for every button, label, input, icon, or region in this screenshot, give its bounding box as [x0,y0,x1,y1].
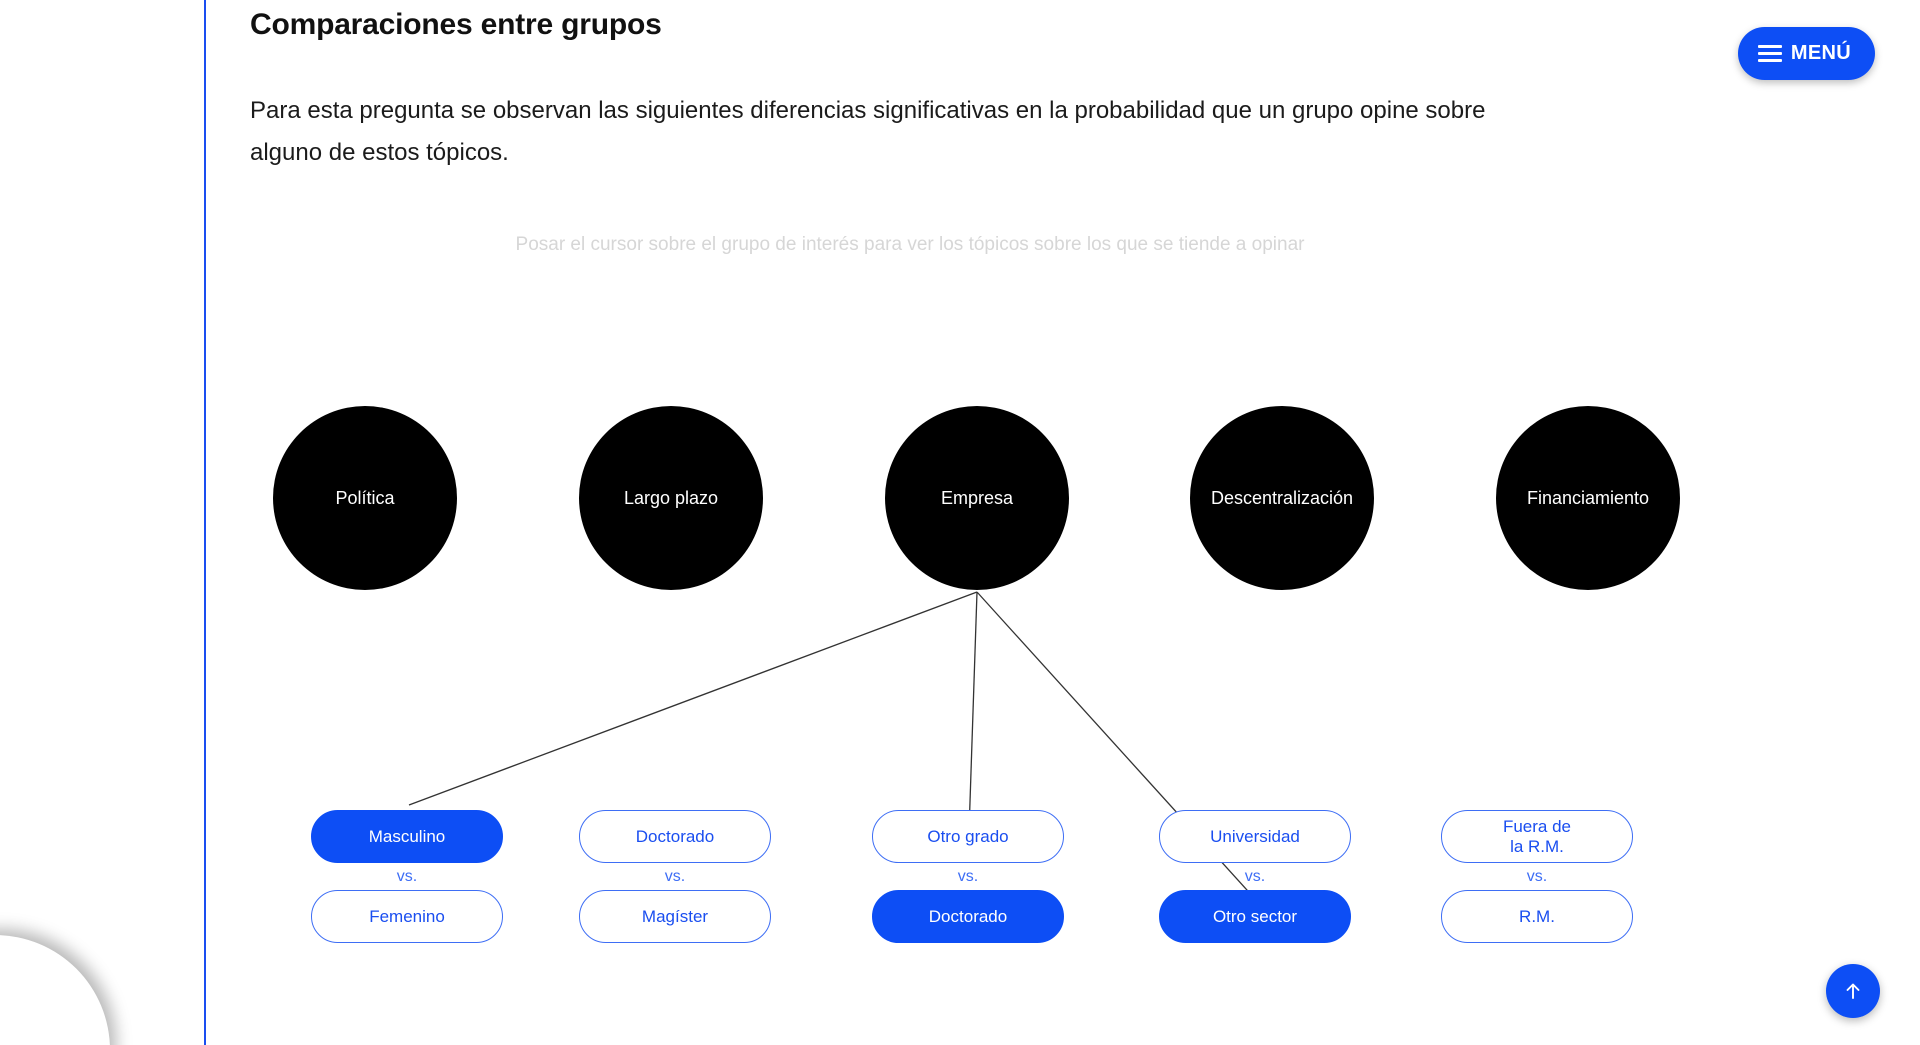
topic-node-label: Descentralización [1210,488,1354,508]
versus-label: vs. [396,868,418,885]
arrow-up-icon [1846,983,1860,999]
left-accent-rule [204,0,206,1045]
comparison-pill-top[interactable]: Masculino [311,810,503,863]
menu-button-label: MENÚ [1790,42,1851,64]
comparison-pair: Doctorado vs. Magíster [579,810,771,943]
topic-node[interactable]: Empresa [885,406,1069,590]
connector-line [408,591,978,806]
comparison-pill-top[interactable]: Otro grado [872,810,1064,863]
comparison-pill-bottom[interactable]: Otro sector [1159,890,1351,943]
topic-node[interactable]: Financiamiento [1496,406,1680,590]
comparison-pair: Masculino vs. Femenino [311,810,503,943]
versus-label: vs. [664,868,686,885]
topic-node[interactable]: Política [273,406,457,590]
topic-node[interactable]: Descentralización [1190,406,1374,590]
comparison-pill-bottom[interactable]: R.M. [1441,890,1633,943]
comparison-pill-bottom[interactable]: Magíster [579,890,771,943]
versus-label: vs. [1244,868,1266,885]
topic-node-label: Largo plazo [623,488,719,508]
comparison-pill-top[interactable]: Universidad [1159,810,1351,863]
topic-node[interactable]: Largo plazo [579,406,763,590]
topic-node-label: Financiamiento [1526,488,1650,508]
versus-label: vs. [957,868,979,885]
menu-button[interactable]: MENÚ [1737,27,1875,80]
page-title: Comparaciones entre grupos [250,8,662,41]
comparison-pill-top[interactable]: Doctorado [579,810,771,863]
topic-node-label: Empresa [940,488,1014,508]
comparison-pair: Universidad vs. Otro sector [1159,810,1351,943]
comparison-pill-bottom[interactable]: Femenino [311,890,503,943]
hover-hint-text: Posar el cursor sobre el grupo de interé… [515,234,1305,255]
comparison-pair: Otro grado vs. Doctorado [872,810,1064,943]
hamburger-icon [1757,45,1782,62]
corner-shadow-decoration [0,935,110,1045]
comparison-pill-bottom[interactable]: Doctorado [872,890,1064,943]
intro-paragraph: Para esta pregunta se observan las sigui… [250,97,1486,166]
versus-label: vs. [1526,868,1548,885]
scroll-to-top-button[interactable] [1826,964,1880,1018]
topic-node-label: Política [335,488,395,508]
